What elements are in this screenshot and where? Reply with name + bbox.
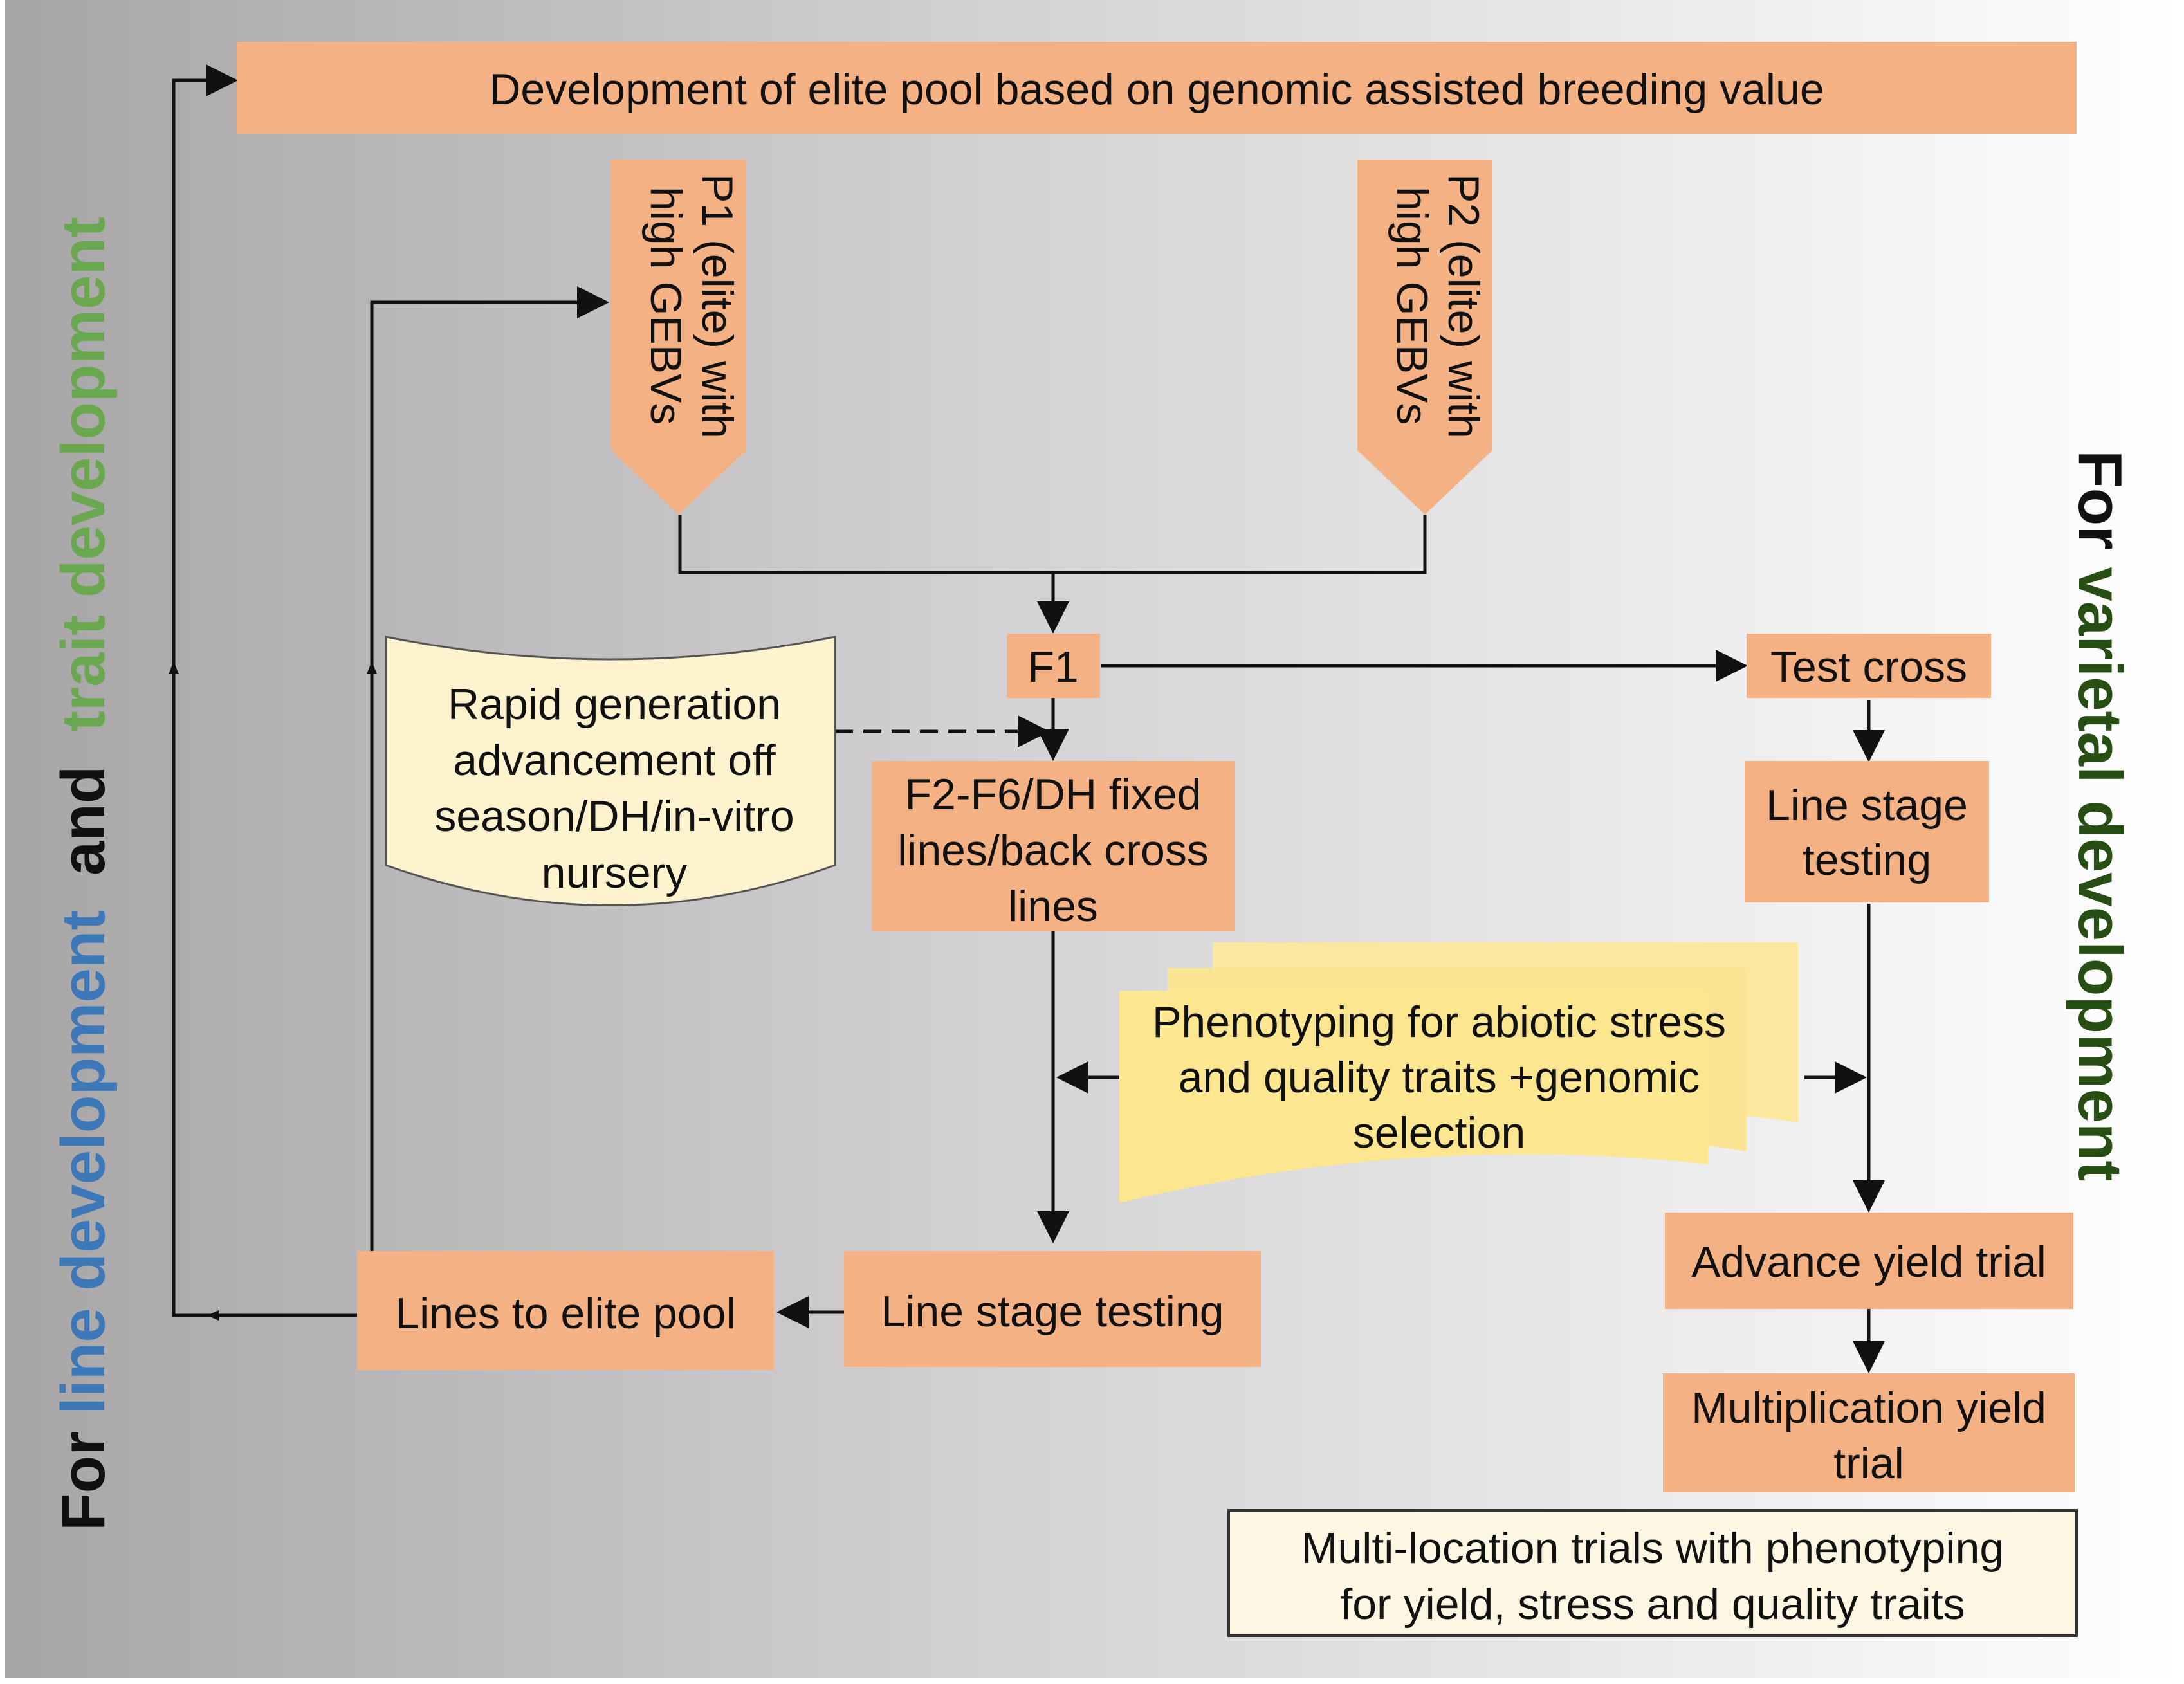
right-label-for: For	[2066, 450, 2134, 567]
advance-yield-box	[1665, 1213, 2073, 1309]
line-stage-right-box	[1745, 761, 1989, 902]
parent2-line1: P2 (elite) with	[1439, 174, 1488, 439]
phenotyping-line3: selection	[1353, 1108, 1525, 1157]
mid-arrow-inner-line	[367, 661, 377, 674]
line-stage-right-line1: Line stage	[1766, 781, 1968, 830]
left-label-trait-development: trait development	[49, 217, 118, 731]
advance-yield-label: Advance yield trial	[1691, 1238, 2046, 1286]
line-stage-bottom-label: Line stage testing	[881, 1287, 1224, 1336]
lines-to-elite-box	[357, 1251, 774, 1370]
rapid-generation-shape	[385, 636, 836, 906]
connectors	[172, 64, 1885, 1373]
connector-elite-to-banner	[172, 64, 357, 1317]
lines-to-elite-label: Lines to elite pool	[395, 1289, 735, 1338]
right-side-label: For varietal development	[2066, 450, 2134, 1181]
fixed-lines-line2: lines/back cross	[897, 826, 1209, 875]
line-stage-right-line2: testing	[1803, 836, 1931, 884]
phenotyping-line2: and quality traits +genomic	[1179, 1053, 1700, 1102]
test-cross-label: Test cross	[1770, 643, 1967, 691]
left-side-label: For line development and trait developme…	[49, 217, 118, 1531]
rapid-generation-line1: Rapid generation	[448, 680, 781, 729]
f1-label: F1	[1027, 643, 1078, 691]
parent1-line1: P1 (elite) with	[693, 174, 742, 439]
parent2-line2: high GEBVs	[1388, 187, 1436, 425]
fixed-lines-line3: lines	[1008, 882, 1098, 931]
multiplication-yield-line2: trial	[1833, 1439, 1904, 1488]
parent2-shape	[1357, 160, 1492, 515]
left-label-and: and	[49, 731, 118, 910]
rapid-generation-line2: advancement off	[453, 736, 776, 785]
rapid-generation-line4: nursery	[542, 848, 688, 897]
fixed-lines-box	[872, 761, 1235, 931]
left-label-line-development: line development	[49, 910, 118, 1414]
line-stage-bottom-box	[844, 1251, 1261, 1367]
multi-location-line1: Multi-location trials with phenotyping	[1301, 1524, 2004, 1573]
mid-arrow-left-line	[169, 661, 179, 674]
multiplication-yield-line1: Multiplication yield	[1691, 1384, 2046, 1432]
parent1-line2: high GEBVs	[641, 187, 690, 425]
multi-location-box	[1227, 1509, 2078, 1637]
fixed-lines-line1: F2-F6/DH fixed	[905, 770, 1202, 819]
phenotyping-note	[1119, 942, 1798, 1203]
test-cross-box	[1747, 634, 1991, 698]
phenotyping-line1: Phenotyping for abiotic stress	[1152, 998, 1726, 1047]
f1-box	[1007, 634, 1100, 698]
parent1-shape	[611, 160, 746, 515]
elite-pool-banner	[237, 42, 2077, 134]
multiplication-yield-box	[1663, 1373, 2075, 1492]
mid-arrow-bottom-line	[207, 1310, 219, 1321]
connector-elite-to-p1	[370, 286, 609, 1251]
elite-pool-banner-text: Development of elite pool based on genom…	[489, 65, 1824, 114]
right-label-varietal-development: varietal development	[2066, 567, 2134, 1181]
rapid-generation-line3: season/DH/in-vitro	[434, 792, 794, 841]
left-label-for: For	[49, 1414, 118, 1531]
multi-location-line2: for yield, stress and quality traits	[1340, 1580, 1965, 1629]
